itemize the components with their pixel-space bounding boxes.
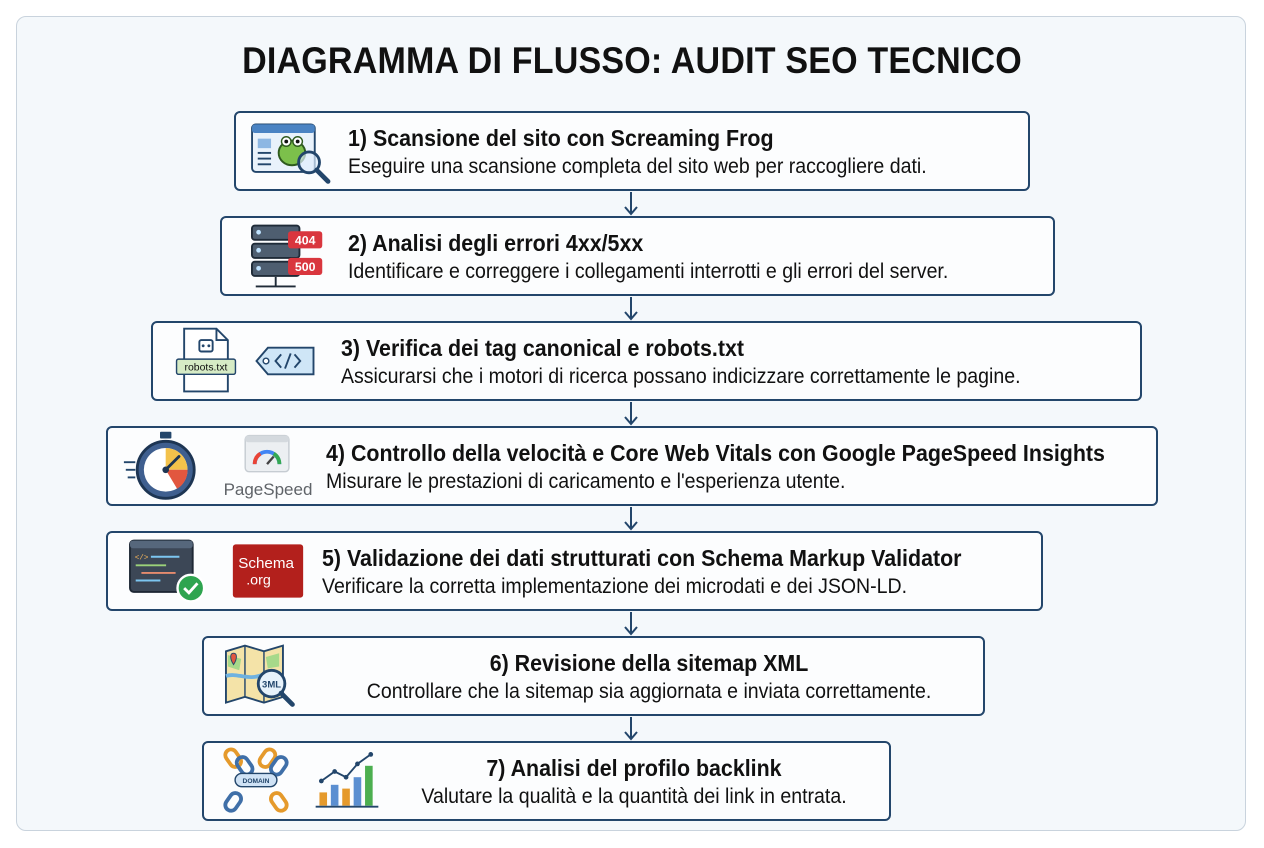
map-label: 3ML xyxy=(262,679,281,690)
bar-chart-icon xyxy=(315,752,379,808)
code-editor-check-icon: </> xyxy=(129,539,206,603)
arrow-down-icon xyxy=(624,507,638,531)
svg-text:</>: </> xyxy=(135,555,149,563)
stopwatch-icon xyxy=(123,431,196,500)
step-5-heading: 5) Validazione dei dati strutturati con … xyxy=(322,545,962,571)
schema-logo-line1: Schema xyxy=(238,555,294,572)
screaming-frog-icon xyxy=(251,123,331,184)
robots-file-label: robots.txt xyxy=(185,363,228,374)
step-7-description: Valutare la qualità e la quantità dei li… xyxy=(421,785,847,808)
arrow-down-icon xyxy=(624,717,638,741)
step-7-heading: 7) Analisi del profilo backlink xyxy=(486,755,782,781)
step-2-box: 404 500 2) Analisi degli errori 4xx/5xx … xyxy=(220,216,1055,296)
step-1-description: Eseguire una scansione completa del sito… xyxy=(348,155,927,178)
pagespeed-logo-label: PageSpeed xyxy=(223,480,313,499)
step-6-box: 3ML 6) Revisione della sitemap XML Contr… xyxy=(202,636,985,716)
step-4-heading: 4) Controllo della velocità e Core Web V… xyxy=(326,440,1105,466)
badge-500: 500 xyxy=(295,260,316,274)
step-2-heading: 2) Analisi degli errori 4xx/5xx xyxy=(348,230,644,256)
arrow-down-icon xyxy=(624,402,638,426)
pagespeed-logo-icon xyxy=(244,434,290,473)
step-3-description: Assicurarsi che i motori di ricerca poss… xyxy=(341,365,1021,388)
chain-links-icon: DOMAIN xyxy=(223,747,289,813)
arrow-down-icon xyxy=(624,297,638,321)
step-1-box: 1) Scansione del sito con Screaming Frog… xyxy=(234,111,1030,191)
badge-404: 404 xyxy=(295,234,316,248)
schema-logo-line2: .org xyxy=(246,572,271,588)
step-6-description: Controllare che la sitemap sia aggiornat… xyxy=(366,680,932,703)
robots-file-icon: robots.txt xyxy=(175,327,237,393)
schema-org-logo-icon: Schema .org xyxy=(232,544,304,598)
step-6-heading: 6) Revisione della sitemap XML xyxy=(489,650,809,676)
step-4-box: PageSpeed 4) Controllo della velocità e … xyxy=(106,426,1158,506)
step-2-description: Identificare e correggere i collegamenti… xyxy=(348,260,949,283)
sitemap-map-icon: 3ML xyxy=(225,644,295,707)
arrow-down-icon xyxy=(624,612,638,636)
step-3-box: robots.txt 3) Verifica dei tag canonical… xyxy=(151,321,1142,401)
server-errors-icon: 404 500 xyxy=(251,224,323,288)
code-tag-icon xyxy=(255,346,315,376)
diagram-title: DIAGRAMMA DI FLUSSO: AUDIT SEO TECNICO xyxy=(242,40,1022,81)
step-5-description: Verificare la corretta implementazione d… xyxy=(322,575,908,598)
step-4-description: Misurare le prestazioni di caricamento e… xyxy=(326,470,846,493)
arrow-down-icon xyxy=(624,192,638,216)
chain-label: DOMAIN xyxy=(243,778,270,785)
step-1-heading: 1) Scansione del sito con Screaming Frog xyxy=(348,125,774,151)
step-7-box: DOMAIN 7) Analisi del profilo backlink V… xyxy=(202,741,891,821)
step-3-heading: 3) Verifica dei tag canonical e robots.t… xyxy=(341,335,744,361)
step-5-box: </> Schema .org 5) Validazione dei dati … xyxy=(106,531,1043,611)
